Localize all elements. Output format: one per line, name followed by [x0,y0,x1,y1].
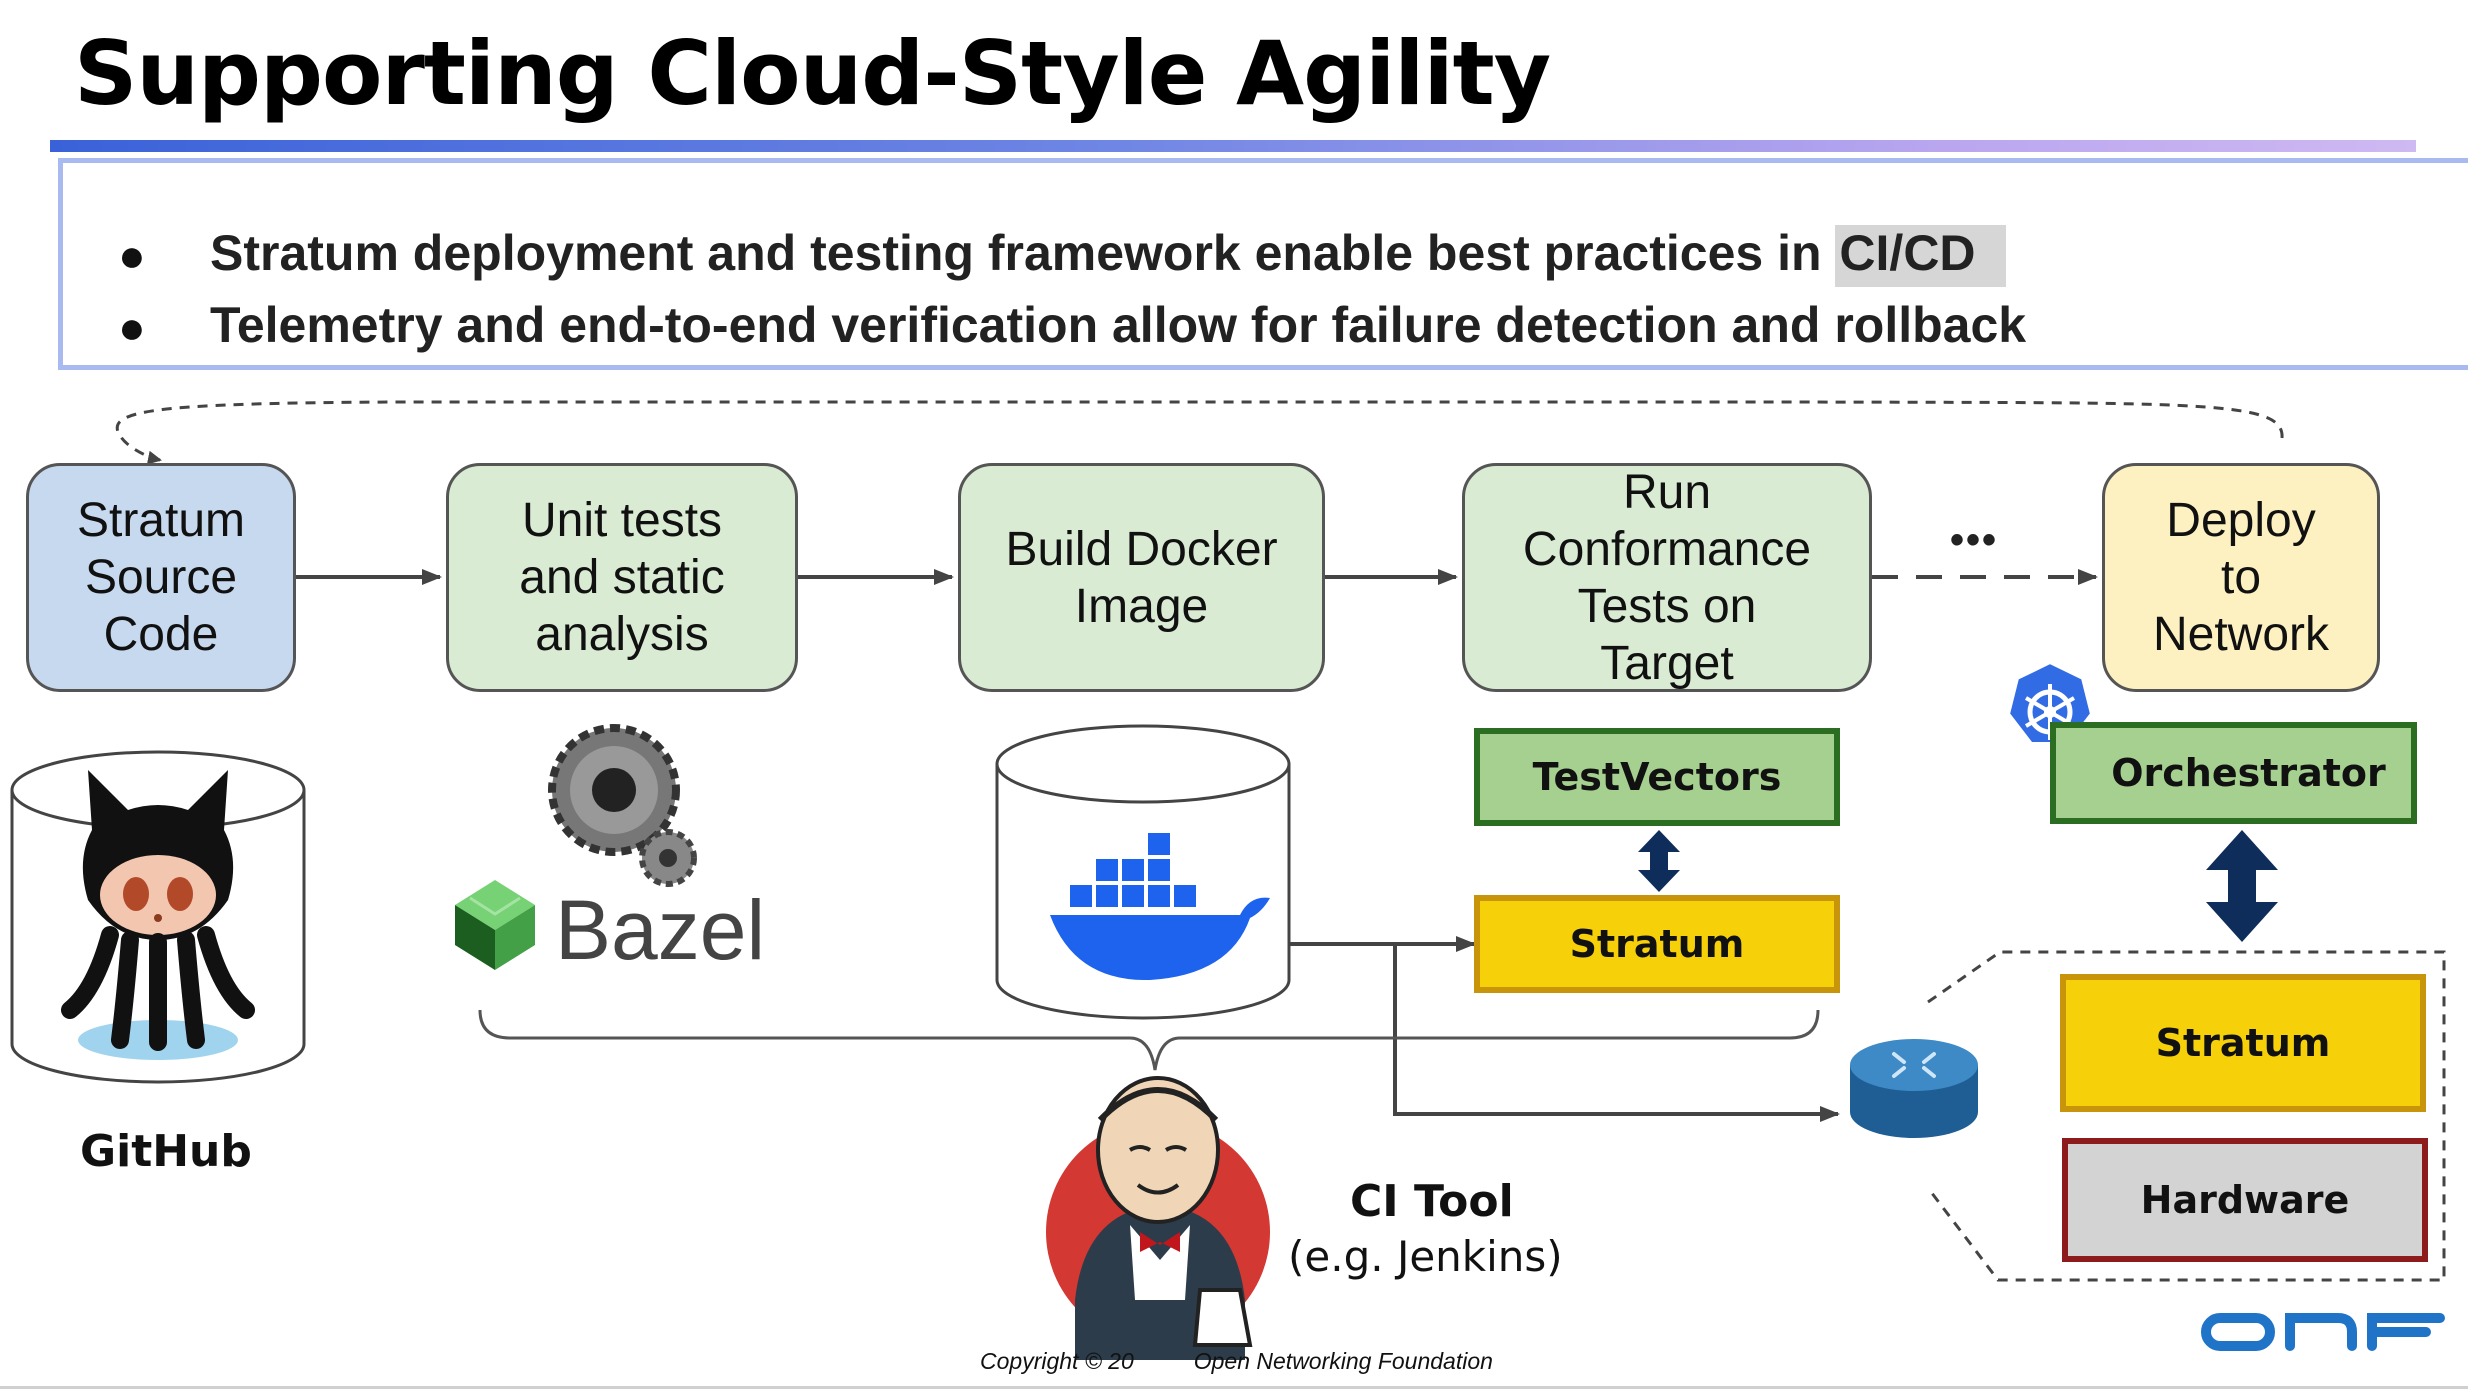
stage-deploy: Deploy to Network [2102,463,2380,692]
jenkins-butler-icon [1046,1076,1270,1360]
title-underline [50,140,2416,152]
stage-build-docker: Build Docker Image [958,463,1325,692]
copyright-org: Open Networking Foundation [1193,1348,1493,1374]
github-label: GitHub [80,1126,252,1177]
ci-tool-brace [478,1009,1820,1071]
bullet-text: Telemetry and end-to-end verification al… [210,297,2027,353]
test-double-arrow [1638,830,1680,892]
stage-unit-tests: Unit tests and static analysis [446,463,798,692]
orchestrator-double-arrow [2206,830,2278,942]
bullet-text: Stratum deployment and testing framework… [210,225,1836,281]
bullet-marker: ● [118,229,146,281]
ci-tool-example: (e.g. Jenkins) [1288,1232,1563,1281]
bazel-label: Bazel [555,883,766,977]
bullet-item: Stratum deployment and testing framework… [210,224,2006,287]
bullet-box [58,158,2468,370]
stage-conformance-tests: Run Conformance Tests on Target [1462,463,1872,692]
switch-zoom-outline [1926,950,2446,1282]
orchestrator-box: Orchestrator [2050,722,2417,824]
bullet-item: Telemetry and end-to-end verification al… [210,296,2026,354]
github-octocat-icon [61,770,255,1060]
copyright-prefix: Copyright © 20 [980,1348,1134,1374]
hardware-box: Hardware [2062,1138,2428,1262]
docker-whale-icon [1050,833,1270,981]
ci-tool-label: CI Tool [1350,1176,1514,1227]
arrow-docker-to-switch [1393,944,1840,1122]
bullet-marker: ● [118,301,146,353]
footer-rule [0,1386,2468,1389]
network-stratum-box: Stratum [2060,974,2426,1112]
page-title: Supporting Cloud-Style Agility [74,22,1551,125]
feedback-loop-arrow [115,400,2284,465]
stage-source-code: Stratum Source Code [26,463,296,692]
test-stratum-box: Stratum [1474,895,1840,993]
copyright-text: Copyright © 20 Open Networking Foundation [980,1348,1493,1375]
network-switch-icon [1850,1039,1978,1138]
bazel-logo-icon [455,880,535,970]
test-vectors-box: TestVectors [1474,728,1840,826]
bullet-highlight: CI/CD [1835,225,2006,287]
pipeline-ellipsis: ••• [1950,518,1999,562]
onf-logo-icon [2201,1313,2445,1351]
bazel-gear-icon [548,724,697,887]
